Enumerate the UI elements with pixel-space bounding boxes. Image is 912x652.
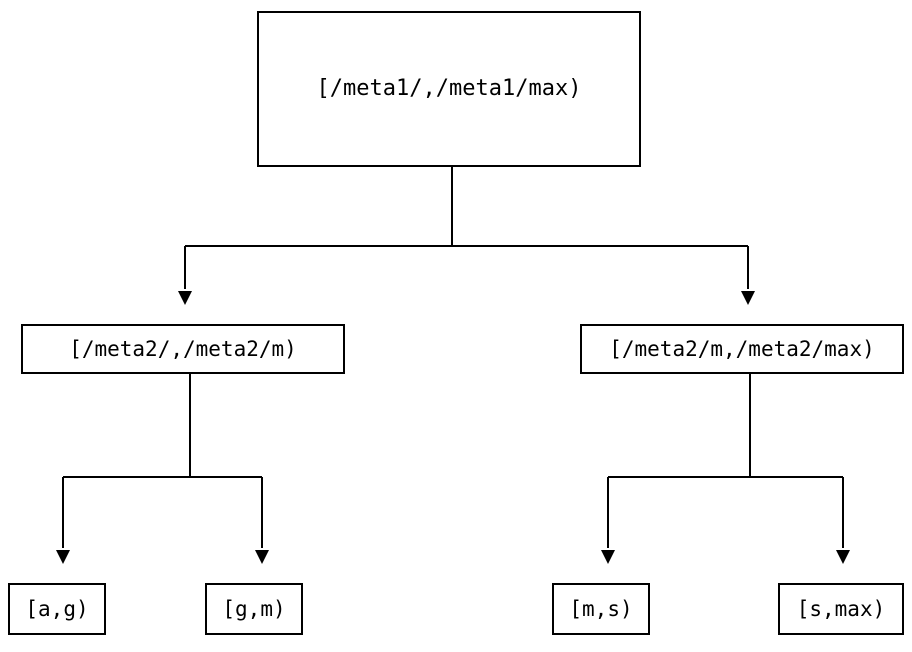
arrowhead-to-leaf-3 <box>601 550 615 564</box>
node-leaf-3[interactable]: [m,s) <box>552 583 650 635</box>
arrowhead-to-leaf-4 <box>836 550 850 564</box>
node-leaf-1[interactable]: [a,g) <box>8 583 106 635</box>
node-mid-left[interactable]: [/meta2/,/meta2/m) <box>21 324 345 374</box>
arrowhead-to-leaf-2 <box>255 550 269 564</box>
node-root[interactable]: [/meta1/,/meta1/max) <box>257 11 641 167</box>
node-leaf-3-label: [m,s) <box>569 596 633 621</box>
node-leaf-1-label: [a,g) <box>25 596 89 621</box>
node-mid-left-label: [/meta2/,/meta2/m) <box>69 336 297 361</box>
arrowhead-to-leaf-1 <box>56 550 70 564</box>
arrowhead-to-mid-left <box>178 291 192 305</box>
node-root-label: [/meta1/,/meta1/max) <box>316 76 582 101</box>
node-leaf-2[interactable]: [g,m) <box>205 583 303 635</box>
node-mid-right[interactable]: [/meta2/m,/meta2/max) <box>580 324 904 374</box>
node-leaf-4[interactable]: [s,max) <box>778 583 904 635</box>
node-leaf-2-label: [g,m) <box>222 596 286 621</box>
node-leaf-4-label: [s,max) <box>796 596 886 621</box>
node-mid-right-label: [/meta2/m,/meta2/max) <box>609 336 875 361</box>
arrowhead-to-mid-right <box>741 291 755 305</box>
